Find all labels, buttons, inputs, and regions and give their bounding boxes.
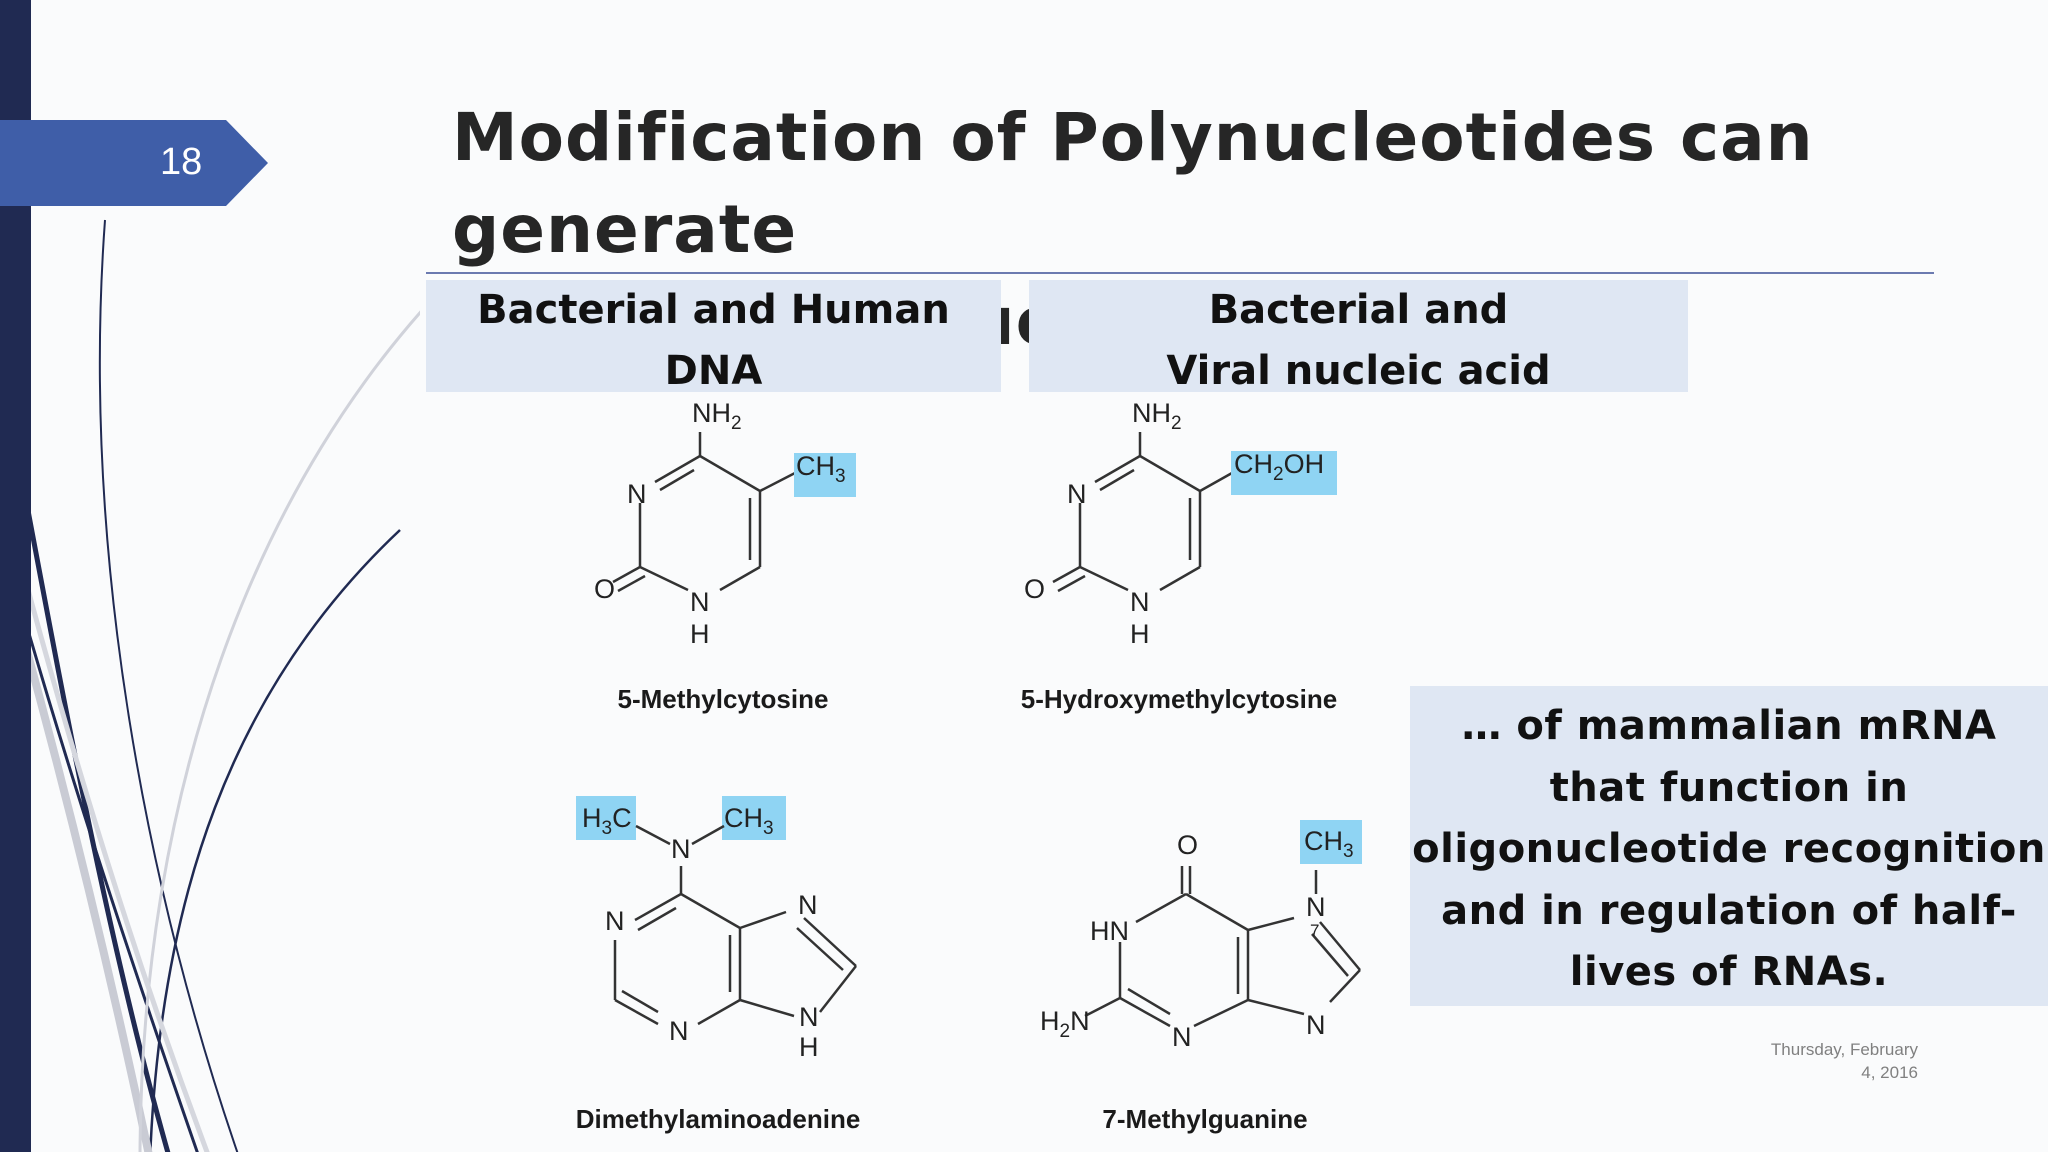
- header-right-line-2: Viral nucleic acid: [1166, 348, 1551, 394]
- m2-n3: N: [1067, 479, 1087, 509]
- svg-text:H2N: H2N: [1040, 1006, 1090, 1042]
- m1-amine: NH: [692, 398, 731, 428]
- svg-text:H3C: H3C: [582, 803, 632, 839]
- structure-7-methylguanine: O HN H2N N N 7 N CH3: [1040, 820, 1362, 1052]
- slide-date: Thursday, February 4, 2016: [1700, 1038, 1918, 1084]
- m3-right-methyl: CH: [724, 803, 763, 833]
- caption-5-methylcytosine: 5-Methylcytosine: [617, 684, 829, 714]
- m4-hn1: HN: [1090, 916, 1129, 946]
- slide-number-tab: [0, 120, 268, 206]
- header-bacterial-human-dna: Bacterial and Human DNA: [426, 280, 1001, 394]
- m4-methyl-sub: 3: [1343, 841, 1354, 862]
- m3-n6: N: [671, 834, 691, 864]
- note-line-3: oligonucleotide recognition: [1412, 826, 2046, 872]
- m2-amine: NH: [1132, 398, 1171, 428]
- m2-group: CH: [1234, 449, 1273, 479]
- m1-group-sub: 3: [835, 466, 846, 487]
- m3-left-methyl-sub: 3: [602, 818, 613, 839]
- m4-n7-position: 7: [1310, 921, 1319, 940]
- m3-left-methyl: H: [582, 803, 602, 833]
- m3-left-methyl-tail: C: [612, 803, 632, 833]
- header-bacterial-viral-nucleic-acid: Bacterial and Viral nucleic acid: [1029, 280, 1688, 394]
- svg-text:NH2: NH2: [692, 398, 742, 434]
- m2-o2: O: [1024, 574, 1045, 604]
- structure-5-hydroxymethylcytosine: NH2 N O N H CH2OH: [1024, 398, 1337, 649]
- m2-n1: N: [1130, 587, 1150, 617]
- title-divider: [426, 272, 1934, 274]
- m2-group-sub: 2: [1273, 464, 1284, 485]
- m1-n1: N: [690, 587, 710, 617]
- m3-n7: N: [798, 890, 818, 920]
- caption-dimethylaminoadenine: Dimethylaminoadenine: [575, 1104, 861, 1134]
- m2-amine-sub: 2: [1171, 413, 1182, 434]
- date-line-1: Thursday, February: [1770, 1040, 1918, 1059]
- caption-7-methylguanine: 7-Methylguanine: [1102, 1104, 1308, 1134]
- m4-o6: O: [1177, 830, 1198, 860]
- date-line-2: 4, 2016: [1861, 1063, 1918, 1082]
- m3-right-methyl-sub: 3: [763, 818, 774, 839]
- m4-methyl: CH: [1304, 826, 1343, 856]
- m3-n9-h: H: [799, 1032, 819, 1062]
- header-left-line-1: Bacterial and Human: [477, 287, 950, 333]
- m1-n1-h: H: [690, 619, 710, 649]
- structure-dimethylaminoadenine: H3C CH3 N N N N N H: [576, 796, 857, 1062]
- svg-text:CH2OH: CH2OH: [1234, 449, 1324, 485]
- m2-n1-h: H: [1130, 619, 1150, 649]
- slide-number: 18: [160, 141, 203, 183]
- m4-n9: N: [1306, 1010, 1326, 1040]
- m1-group: CH: [796, 451, 835, 481]
- note-line-1: … of mammalian mRNA: [1461, 703, 1997, 749]
- m3-n9: N: [799, 1002, 819, 1032]
- m1-n3: N: [627, 479, 647, 509]
- m4-n3: N: [1172, 1022, 1192, 1052]
- svg-text:NH2: NH2: [1132, 398, 1182, 434]
- m4-n7: N: [1306, 892, 1326, 922]
- m3-n1: N: [605, 906, 625, 936]
- title-line-1: Modification of Polynucleotides can gene…: [452, 99, 1814, 268]
- header-left-line-2: DNA: [664, 348, 763, 394]
- caption-5-hydroxymethylcytosine: 5-Hydroxymethylcytosine: [1020, 684, 1338, 714]
- svg-text:CH3: CH3: [796, 451, 846, 487]
- header-right-line-1: Bacterial and: [1208, 287, 1509, 333]
- structure-5-methylcytosine: NH2 N O N H CH3: [594, 398, 856, 649]
- m4-amine: H: [1040, 1006, 1060, 1036]
- note-line-2: that function in: [1549, 764, 1909, 811]
- m1-o2: O: [594, 574, 615, 604]
- mrna-note-box: … of mammalian mRNA that function in oli…: [1410, 686, 2048, 1006]
- m2-group-tail: OH: [1284, 449, 1325, 479]
- svg-text:CH3: CH3: [1304, 826, 1354, 862]
- m4-amine-sub: 2: [1060, 1021, 1071, 1042]
- m1-amine-sub: 2: [731, 413, 742, 434]
- m3-n3: N: [669, 1016, 689, 1046]
- note-line-4: and in regulation of half-: [1441, 887, 2017, 934]
- svg-text:CH3: CH3: [724, 803, 774, 839]
- m4-amine-tail: N: [1070, 1006, 1090, 1036]
- note-line-5: lives of RNAs.: [1569, 949, 1889, 995]
